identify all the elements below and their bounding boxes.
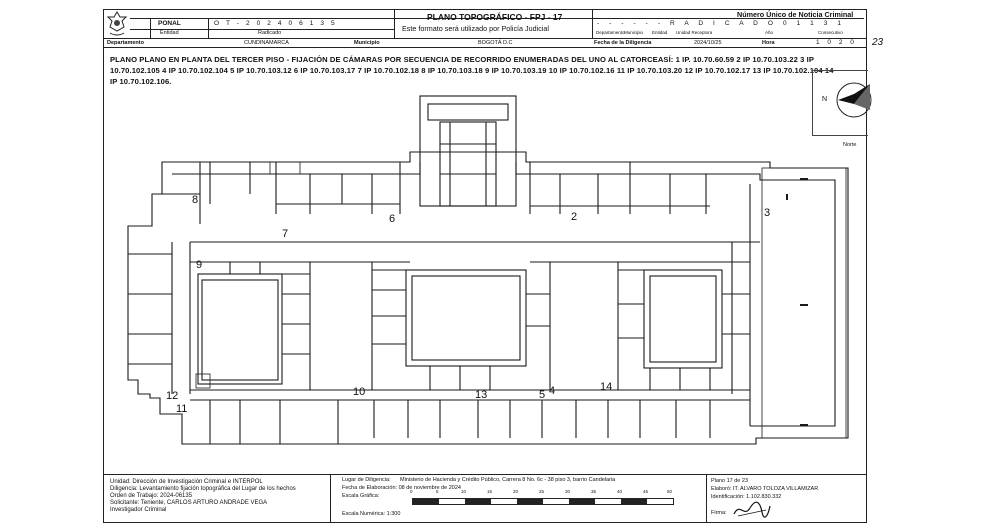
nunc-label: Municipio — [624, 30, 644, 35]
nunc-label: Consecutivo — [818, 30, 843, 35]
scale-number: 25 — [539, 489, 545, 494]
identification: Identificación: 1.102.830.332 — [711, 494, 782, 500]
camera-label: 10 — [353, 386, 366, 398]
page-frame — [103, 9, 867, 523]
form-subtitle: Este formato será utilizado por Policía … — [402, 24, 550, 33]
hour-value: 1 0 2 0 — [816, 39, 857, 46]
scale-graphic-label: Escala Gráfica: — [342, 493, 380, 499]
agency-value: PONAL — [158, 20, 181, 27]
scale-number: 45 — [643, 489, 649, 494]
camera-label: 6 — [389, 213, 396, 225]
nunc-value: - - - - - - R A D I C A D O 0 1 1 3 1 — [597, 20, 846, 27]
camera-label: 2 — [571, 211, 578, 223]
nunc-label: Departamento — [596, 30, 625, 35]
signature-mark — [733, 501, 771, 518]
scale-numeric: Escala Numérica: 1:300 — [342, 511, 401, 517]
elaboration-date: Fecha de Elaboración: 08 de noviembre de… — [342, 485, 461, 491]
camera-label: 12 — [166, 390, 179, 402]
footer-role: Investigador Criminal — [110, 507, 167, 513]
coat-of-arms-logo — [106, 11, 128, 36]
scale-number: 15 — [487, 489, 493, 494]
compass-box — [812, 70, 868, 136]
scale-number: 20 — [513, 489, 519, 494]
scale-number: 30 — [565, 489, 571, 494]
scale-number: 40 — [617, 489, 623, 494]
camera-label: 5 — [539, 389, 546, 401]
north-arrow-icon — [836, 82, 872, 118]
department-label: Departamento — [107, 40, 144, 46]
scale-number: 50 — [667, 489, 673, 494]
elaborated-by: Elaboró: IT. ALVARO TOLOZA VILLAMIZAR — [711, 486, 819, 492]
municipality-value: BOGOTÁ D.C — [478, 40, 513, 46]
footer-requester: Solicitante: Teniente, CARLOS ARTURO AND… — [110, 500, 268, 506]
floor-plan — [127, 95, 849, 445]
hour-label: Hora — [762, 40, 775, 46]
nunc-title: Número Único de Noticia Criminal — [737, 10, 854, 19]
camera-label: 14 — [600, 381, 613, 393]
radicado-label: Radicado — [258, 30, 282, 36]
entity-label: Entidad — [160, 30, 179, 36]
scale-number: 5 — [436, 489, 439, 494]
footer-unit: Unidad: Dirección de Investigación Crimi… — [110, 479, 263, 485]
signature-label: Firma: — [711, 510, 727, 516]
compass-label: Norte — [843, 142, 857, 148]
plan-caption: PLANO PLANO EN PLANTA DEL TERCER PISO - … — [110, 55, 834, 86]
camera-label: 11 — [176, 403, 188, 415]
compass-letter: N — [822, 96, 828, 103]
nunc-label: Año — [765, 30, 774, 35]
plan-number: Plano 17 de 23 — [711, 478, 749, 484]
date-value: 2024/10/25 — [694, 40, 722, 46]
municipality-label: Municipio — [354, 40, 380, 46]
department-value: CUNDINAMARCA — [244, 40, 289, 46]
camera-label: 13 — [475, 389, 488, 401]
place-value: Ministerio de Hacienda y Crédito Público… — [400, 477, 616, 483]
camera-label: 9 — [196, 259, 203, 271]
footer-work-order: Orden de Trabajo: 2024-06135 — [110, 493, 193, 499]
camera-label: 3 — [764, 207, 771, 219]
footer-diligence: Diligencia: Levantamiento fijación topog… — [110, 486, 296, 492]
camera-label: 4 — [549, 385, 556, 397]
scale-number: 10 — [461, 489, 467, 494]
nunc-label: Unidad Receptora — [676, 30, 713, 35]
radicado-code: O T - 2 0 2 4 0 6 1 3 5 — [214, 20, 338, 27]
scale-number: 35 — [591, 489, 597, 494]
graphic-scale — [412, 498, 674, 505]
date-label: Fecha de la Diligencia — [594, 40, 652, 46]
place-label: Lugar de Diligencia: — [342, 477, 391, 483]
page-mark: 23 — [872, 37, 884, 48]
camera-label: 8 — [192, 194, 199, 206]
nunc-label: Entidad — [652, 30, 668, 35]
form-title: PLANO TOPOGRÁFICO - FPJ - 17 — [427, 12, 563, 22]
camera-label: 7 — [282, 228, 289, 240]
scale-number: 0 — [410, 489, 413, 494]
